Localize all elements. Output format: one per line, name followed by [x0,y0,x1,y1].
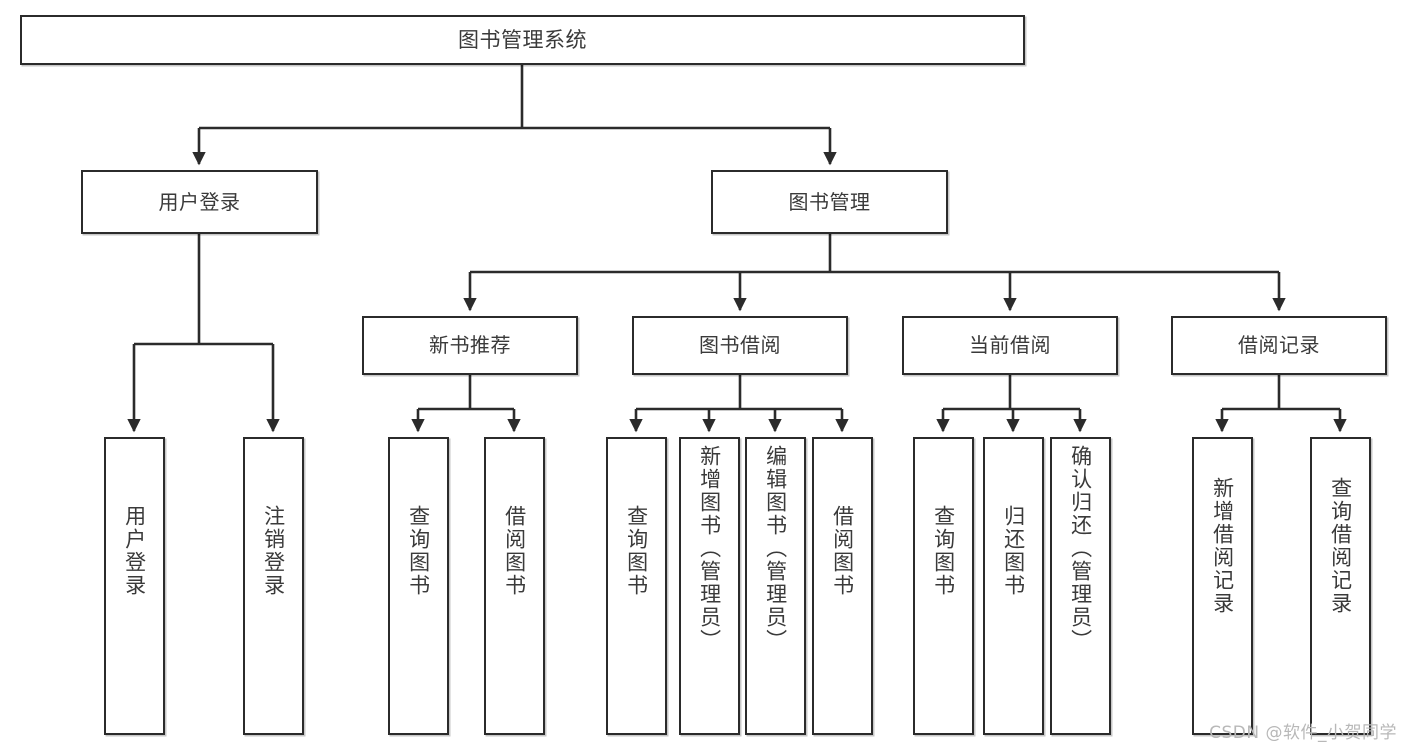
node-user-login[interactable]: 用户登录 [81,170,318,234]
leaf-node[interactable]: 查询图书 [606,437,667,735]
node-new-book-recommend[interactable]: 新书推荐 [362,316,578,375]
node-label: 编辑图书（管理员） [763,445,788,652]
node-book-borrow[interactable]: 图书借阅 [632,316,848,375]
node-label: 借阅图书 [502,505,527,597]
node-borrow-records[interactable]: 借阅记录 [1171,316,1387,375]
node-current-borrow[interactable]: 当前借阅 [902,316,1118,375]
node-root-system[interactable]: 图书管理系统 [20,15,1025,65]
node-book-management[interactable]: 图书管理 [711,170,948,234]
node-label: 新书推荐 [429,333,511,357]
leaf-node[interactable]: 查询借阅记录 [1310,437,1371,735]
node-label: 当前借阅 [969,333,1051,357]
leaf-node[interactable]: 查询图书 [913,437,974,735]
leaf-node[interactable]: 编辑图书（管理员） [745,437,806,735]
node-label: 查询借阅记录 [1328,477,1353,615]
leaf-node[interactable]: 用户登录 [104,437,165,735]
node-label: 查询图书 [406,505,431,597]
node-label: 新增借阅记录 [1210,477,1235,615]
leaf-node[interactable]: 新增借阅记录 [1192,437,1253,735]
node-label: 图书管理系统 [458,27,587,52]
leaf-node[interactable]: 新增图书（管理员） [679,437,740,735]
leaf-node[interactable]: 注销登录 [243,437,304,735]
node-label: 查询图书 [624,505,649,597]
leaf-node[interactable]: 借阅图书 [812,437,873,735]
node-label: 确认归还（管理员） [1068,445,1093,652]
node-label: 用户登录 [158,189,241,214]
leaf-node[interactable]: 归还图书 [983,437,1044,735]
leaf-node[interactable]: 借阅图书 [484,437,545,735]
node-label: 归还图书 [1001,505,1026,597]
node-label: 用户登录 [122,505,147,597]
node-label: 图书管理 [788,189,871,214]
node-label: 查询图书 [931,505,956,597]
node-label: 借阅记录 [1238,333,1320,357]
watermark-text: CSDN @软件_小贺同学 [1209,723,1397,743]
node-label: 借阅图书 [830,505,855,597]
node-label: 图书借阅 [699,333,781,357]
leaf-node[interactable]: 查询图书 [388,437,449,735]
leaf-node[interactable]: 确认归还（管理员） [1050,437,1111,735]
node-label: 注销登录 [261,505,286,597]
node-label: 新增图书（管理员） [697,445,722,652]
